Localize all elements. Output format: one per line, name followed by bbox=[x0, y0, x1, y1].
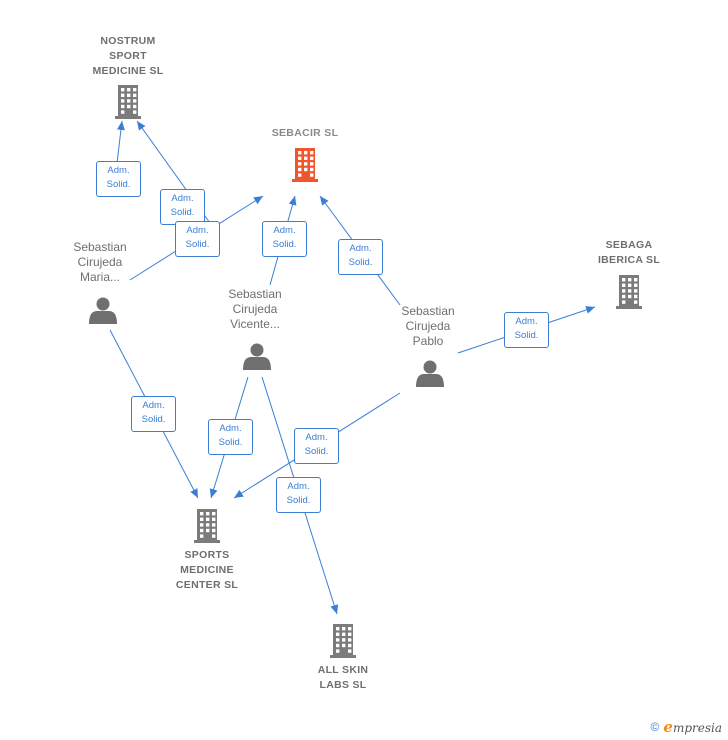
edge-label-p_maria-sebacir: Adm. Solid. bbox=[175, 221, 220, 257]
nostrum-label[interactable]: NOSTRUM SPORT MEDICINE SL bbox=[92, 35, 164, 77]
sports-building-icon[interactable] bbox=[194, 509, 220, 543]
allskin-building-icon[interactable] bbox=[330, 624, 356, 658]
edge-label-p_pablo-sebacir: Adm. Solid. bbox=[338, 239, 383, 275]
sebaga-building-icon[interactable] bbox=[616, 275, 642, 309]
footer-brand: © empresia bbox=[651, 718, 722, 736]
p_vicente-person-icon[interactable] bbox=[243, 343, 271, 371]
edge-label-p_maria-sports: Adm. Solid. bbox=[131, 396, 176, 432]
edge-label-p_vicente-sebacir: Adm. Solid. bbox=[262, 221, 307, 257]
p_vicente-label[interactable]: Sebastian Cirujeda Vicente... bbox=[228, 287, 282, 331]
sebacir-building-icon[interactable] bbox=[292, 148, 318, 182]
sebacir-label[interactable]: SEBACIR SL bbox=[271, 127, 339, 139]
p_maria-person-icon[interactable] bbox=[89, 297, 117, 325]
edge-label-p_vicente-allskin: Adm. Solid. bbox=[276, 477, 321, 513]
edge-label-p_pablo-sports: Adm. Solid. bbox=[294, 428, 339, 464]
edge-label-p_maria-nostrum: Adm. Solid. bbox=[96, 161, 141, 197]
p_maria-label[interactable]: Sebastian Cirujeda Maria... bbox=[73, 240, 127, 284]
p_pablo-person-icon[interactable] bbox=[416, 360, 444, 388]
sebaga-label[interactable]: SEBAGA IBERICA SL bbox=[597, 239, 661, 266]
copyright-icon: © bbox=[650, 720, 660, 734]
edge-label-p_vicente-sports: Adm. Solid. bbox=[208, 419, 253, 455]
empresia-logo: empresia bbox=[663, 718, 722, 736]
nostrum-building-icon[interactable] bbox=[115, 85, 141, 119]
edge-label-p_pablo-sebaga: Adm. Solid. bbox=[504, 312, 549, 348]
sports-label[interactable]: SPORTS MEDICINE CENTER SL bbox=[175, 549, 239, 591]
edge-label-p_vicente-nostrum: Adm. Solid. bbox=[160, 189, 205, 225]
allskin-label[interactable]: ALL SKIN LABS SL bbox=[317, 664, 369, 691]
p_pablo-label[interactable]: Sebastian Cirujeda Pablo bbox=[401, 304, 455, 348]
